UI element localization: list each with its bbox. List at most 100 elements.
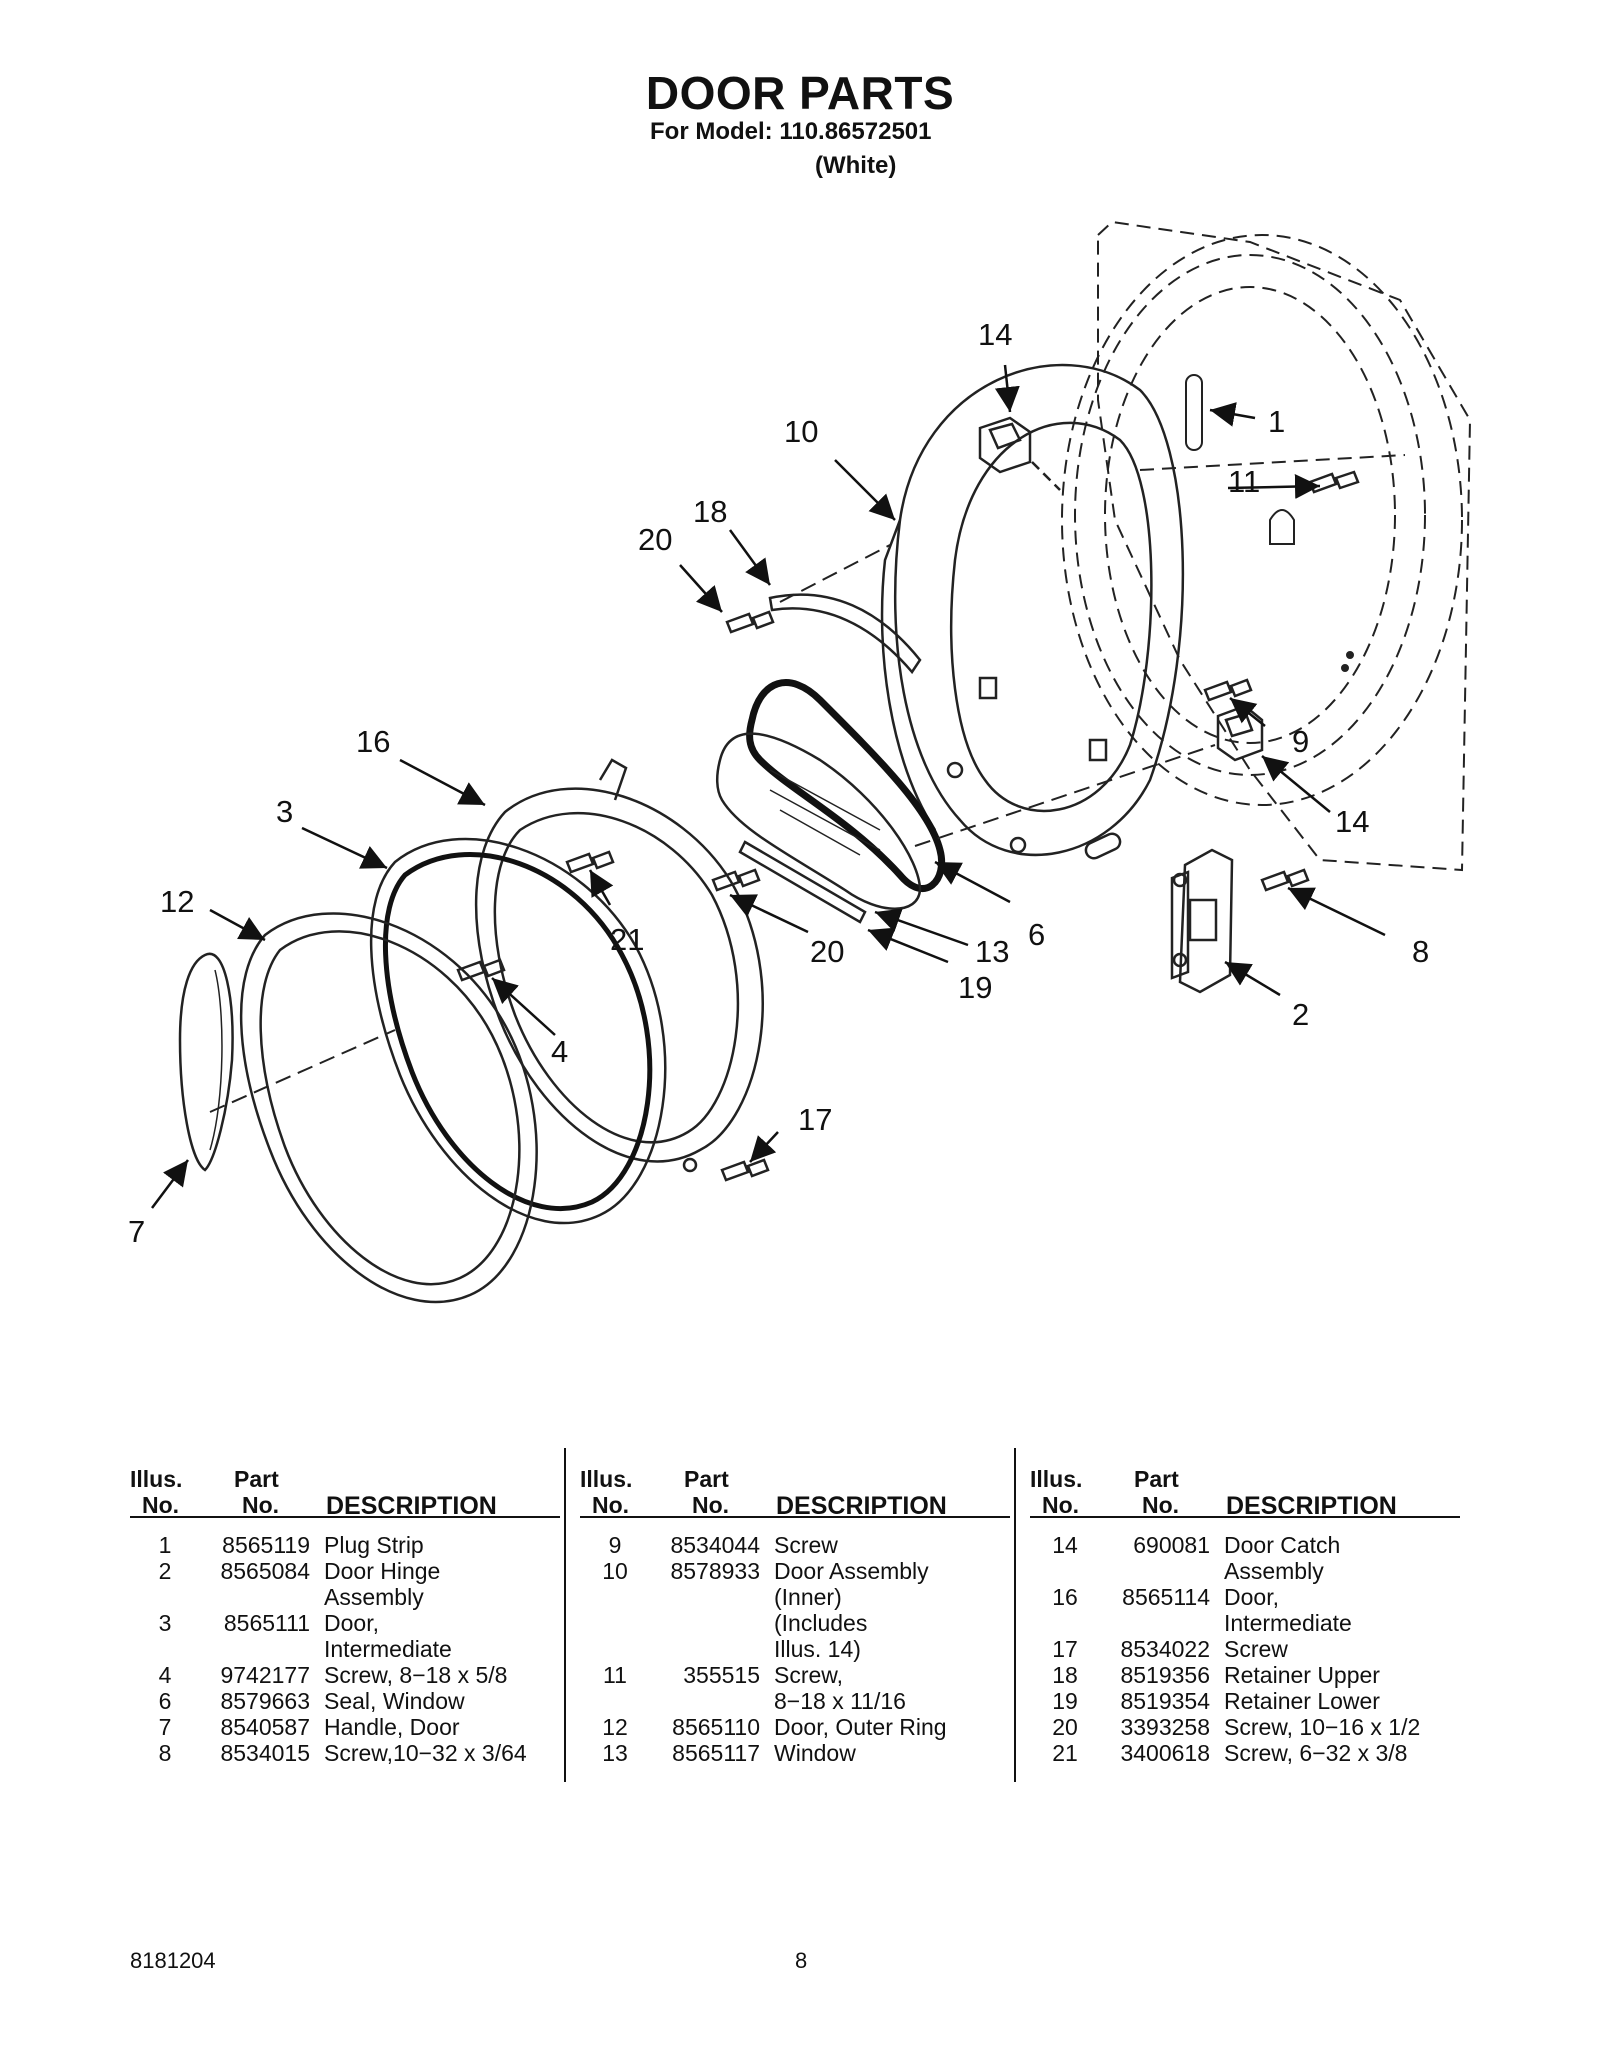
header-part: Part	[684, 1466, 729, 1492]
table-row: Illus. 14)	[580, 1636, 1010, 1662]
callouts: 14 1 10 11 18 20 9 16 14 3 12 21 20 13 6…	[128, 317, 1429, 1249]
illus-number: 1	[158, 1532, 172, 1558]
part-number: 3393258	[1120, 1714, 1210, 1740]
table-row: Assembly	[1030, 1558, 1460, 1584]
page-title: DOOR PARTS	[645, 67, 955, 119]
part-number: 8565110	[672, 1714, 760, 1740]
illus-number: 10	[602, 1558, 628, 1584]
part-description: Screw, 10−16 x 1/2	[1224, 1714, 1421, 1740]
callout-1: 1	[1268, 404, 1285, 439]
illus-number: 3	[158, 1610, 172, 1636]
part-description: (Includes	[774, 1610, 868, 1636]
screws	[456, 470, 1360, 1182]
header-illus: Illus.	[130, 1466, 183, 1492]
illus-number: 18	[1052, 1662, 1078, 1688]
part-description: Door Assembly	[774, 1558, 929, 1584]
part-description: Door,	[324, 1610, 379, 1636]
table-row: 8−18 x 11/16	[580, 1688, 1010, 1714]
part-description: Door Hinge	[324, 1558, 441, 1584]
door-catch-right	[1216, 704, 1264, 762]
part-number: 8565084	[220, 1558, 310, 1584]
table-row: 6 8579663 Seal, Window	[130, 1688, 560, 1714]
header-illus-no: No.	[1042, 1492, 1080, 1518]
part-description: Retainer Upper	[1224, 1662, 1380, 1688]
part-number: 8565114	[1122, 1584, 1210, 1610]
table-header: Illus. No. Part No. DESCRIPTION	[130, 1448, 560, 1520]
header-illus: Illus.	[580, 1466, 633, 1492]
callout-2: 2	[1292, 997, 1309, 1032]
intermediate-door-16	[474, 758, 764, 1173]
header-description: DESCRIPTION	[326, 1492, 497, 1520]
callout-14-top: 14	[978, 317, 1012, 352]
part-number: 8579663	[220, 1688, 310, 1714]
callout-4: 4	[551, 1034, 568, 1069]
page-number: 8	[795, 1948, 808, 1973]
callout-11: 11	[1228, 464, 1260, 499]
part-description: Intermediate	[1224, 1610, 1352, 1636]
part-number: 8565119	[222, 1532, 310, 1558]
header-part: Part	[1134, 1466, 1179, 1492]
illus-number: 7	[158, 1714, 172, 1740]
illus-number: 2	[158, 1558, 172, 1584]
illus-number: 6	[158, 1688, 172, 1714]
part-description: Seal, Window	[324, 1688, 465, 1714]
callout-20-top: 20	[638, 522, 672, 557]
callout-12: 12	[160, 884, 194, 919]
part-number: 8534022	[1120, 1636, 1210, 1662]
illus-number: 8	[158, 1740, 172, 1766]
header-illus-no: No.	[592, 1492, 630, 1518]
part-number: 9742177	[220, 1662, 310, 1688]
document-number: 8181204	[130, 1948, 216, 1973]
table-row: 10 8578933 Door Assembly	[580, 1558, 1010, 1584]
door-catch-top	[978, 416, 1061, 491]
part-description: Screw,10−32 x 3/64	[324, 1740, 527, 1766]
callout-3: 3	[276, 794, 293, 829]
part-description: Plug Strip	[324, 1532, 424, 1558]
illus-number: 14	[1052, 1532, 1078, 1558]
model-color: (White)	[815, 152, 897, 179]
header-part: Part	[234, 1466, 279, 1492]
header-illus-no: No.	[142, 1492, 180, 1518]
dryer-panel-details	[1185, 374, 1354, 672]
part-description: Assembly	[1224, 1558, 1324, 1584]
window-glass	[716, 732, 922, 910]
illus-number: 21	[1052, 1740, 1078, 1766]
illus-number: 20	[1052, 1714, 1078, 1740]
callout-6: 6	[1028, 917, 1045, 952]
part-number: 8565117	[672, 1740, 760, 1766]
part-number: 8578933	[670, 1558, 760, 1584]
part-number: 8519356	[1120, 1662, 1210, 1688]
part-description: Intermediate	[324, 1636, 452, 1662]
header-illus: Illus.	[1030, 1466, 1083, 1492]
model-number: For Model: 110.86572501	[650, 118, 932, 145]
part-number: 355515	[683, 1662, 760, 1688]
callout-10: 10	[784, 414, 818, 449]
part-description: (Inner)	[774, 1584, 842, 1610]
illus-number: 19	[1052, 1688, 1078, 1714]
part-description: Window	[774, 1740, 856, 1766]
table-row: (Inner)	[580, 1584, 1010, 1610]
column-divider	[1014, 1448, 1016, 1782]
door-hinge	[1170, 848, 1234, 994]
callout-16: 16	[356, 724, 390, 759]
part-number: 8540587	[220, 1714, 310, 1740]
door-handle	[178, 952, 234, 1172]
retainer-upper	[768, 593, 922, 675]
part-number: 8519354	[1120, 1688, 1210, 1714]
inner-door-assembly	[880, 363, 1185, 860]
retainer-lower	[738, 840, 867, 924]
callout-14-right: 14	[1335, 804, 1369, 839]
part-description: Screw,	[774, 1662, 844, 1688]
